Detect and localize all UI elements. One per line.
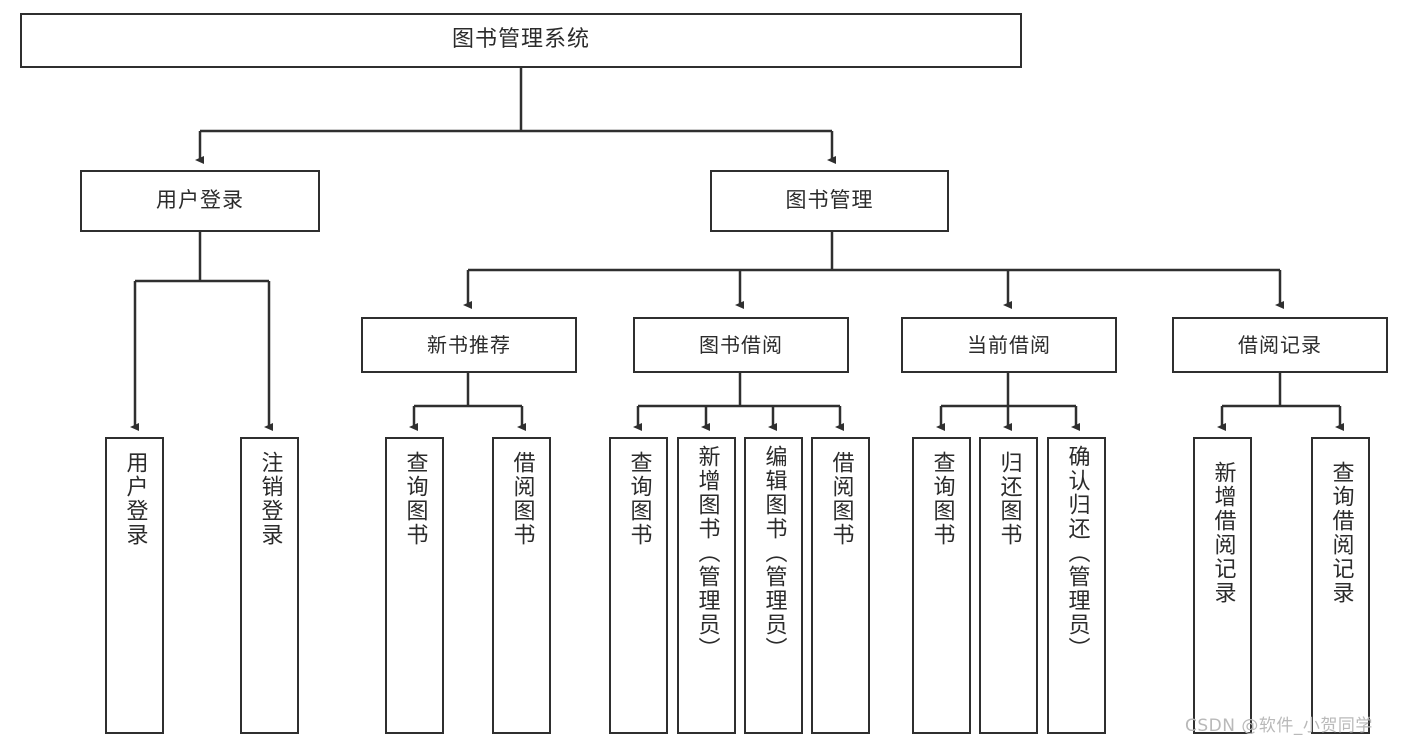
leaf-label: 编辑图书（管理员）: [761, 445, 787, 661]
leaf-add-book-admin[interactable]: 新增图书（管理员）: [677, 437, 736, 734]
node-current-borrow[interactable]: 当前借阅: [901, 317, 1117, 373]
leaf-add-borrow-record[interactable]: 新增借阅记录: [1193, 437, 1252, 734]
node-new-book-recommend[interactable]: 新书推荐: [361, 317, 577, 373]
leaf-query-book-borrow[interactable]: 查询图书: [609, 437, 668, 734]
leaf-query-borrow-record[interactable]: 查询借阅记录: [1311, 437, 1370, 734]
node-label: 图书管理: [785, 188, 874, 213]
node-user-login[interactable]: 用户登录: [80, 170, 320, 232]
leaf-label: 查询图书: [402, 451, 428, 547]
leaf-label: 查询图书: [626, 451, 652, 547]
leaf-label: 新增借阅记录: [1210, 461, 1236, 605]
node-borrow-record[interactable]: 借阅记录: [1172, 317, 1388, 373]
node-label: 图书借阅: [699, 333, 783, 357]
leaf-query-book-current[interactable]: 查询图书: [912, 437, 971, 734]
node-label: 新书推荐: [427, 333, 511, 357]
leaf-label: 新增图书（管理员）: [694, 445, 720, 661]
leaf-label: 查询借阅记录: [1328, 461, 1354, 605]
leaf-edit-book-admin[interactable]: 编辑图书（管理员）: [744, 437, 803, 734]
leaf-confirm-return-admin[interactable]: 确认归还（管理员）: [1047, 437, 1106, 734]
leaf-label: 归还图书: [996, 451, 1022, 547]
leaf-user-login[interactable]: 用户登录: [105, 437, 164, 734]
node-book-borrow[interactable]: 图书借阅: [633, 317, 849, 373]
node-label: 当前借阅: [967, 333, 1051, 357]
node-label: 图书管理系统: [451, 27, 590, 53]
leaf-label: 借阅图书: [509, 451, 535, 547]
leaf-borrow-book-recommend[interactable]: 借阅图书: [492, 437, 551, 734]
leaf-logout-login[interactable]: 注销登录: [240, 437, 299, 734]
leaf-query-book-recommend[interactable]: 查询图书: [385, 437, 444, 734]
node-book-management[interactable]: 图书管理: [710, 170, 949, 232]
leaf-return-book[interactable]: 归还图书: [979, 437, 1038, 734]
node-label: 借阅记录: [1238, 333, 1322, 357]
leaf-label: 借阅图书: [828, 451, 854, 547]
node-root-book-management-system[interactable]: 图书管理系统: [20, 13, 1022, 68]
leaf-borrow-book-borrow[interactable]: 借阅图书: [811, 437, 870, 734]
leaf-label: 确认归还（管理员）: [1064, 445, 1090, 661]
node-label: 用户登录: [156, 188, 244, 213]
leaf-label: 注销登录: [257, 451, 283, 547]
csdn-watermark: CSDN @软件_小贺同学: [1185, 716, 1373, 736]
leaf-label: 用户登录: [122, 451, 148, 547]
leaf-label: 查询图书: [929, 451, 955, 547]
